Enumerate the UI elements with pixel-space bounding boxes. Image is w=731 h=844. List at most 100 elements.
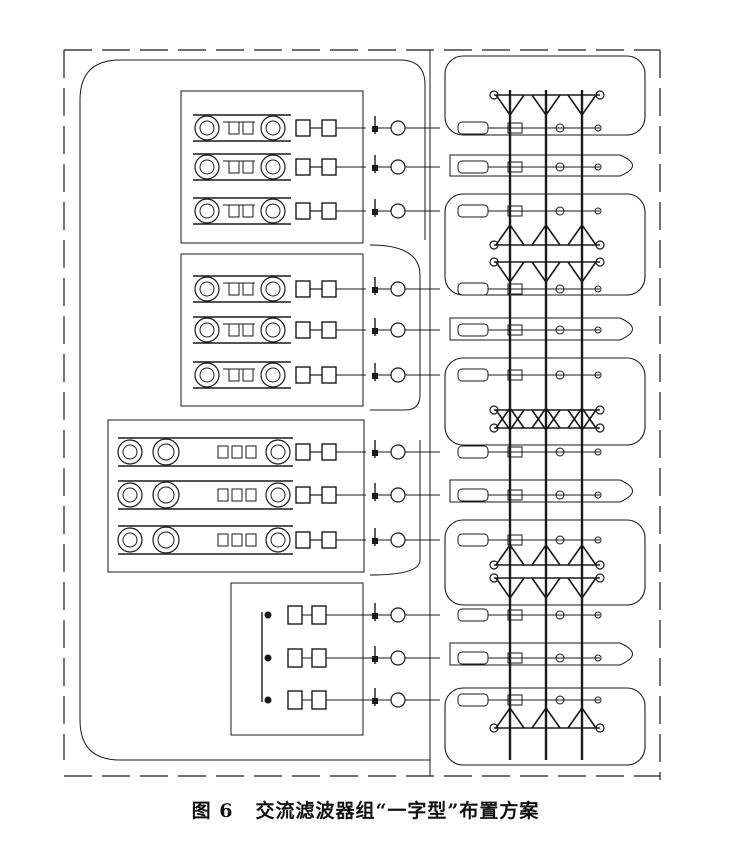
capacitor-core [199,120,215,136]
breaker-box [321,443,337,461]
busbars [489,90,605,760]
breaker-box [321,321,337,339]
capacitor-core [265,159,281,175]
breaker-box [287,690,303,710]
arrester-box [457,368,489,382]
filter-group-1 [180,90,366,244]
portal-leg [581,544,597,566]
breaker-box [321,366,337,384]
isolator [555,490,565,500]
switch-node [372,493,378,499]
portal-leg [509,707,525,729]
ct-box [507,324,523,336]
isolator [555,695,565,705]
capacitor-ring [194,317,220,343]
ct-ring [390,159,406,175]
reactor-box [245,533,257,547]
capacitor-core [157,486,175,504]
portal-leg [581,407,597,429]
portal-leg [509,94,525,116]
switch-node [372,450,378,456]
portal-leg [531,544,547,566]
portal-leg [567,544,583,566]
ct-ring [390,650,406,666]
site-boundary [63,49,661,780]
end-node [594,448,602,456]
capacitor-ring [152,438,180,466]
breaker-box [295,366,311,384]
isolator [555,162,565,172]
isolator [555,447,565,457]
breaker-box [311,690,327,710]
reactor-box [228,204,240,218]
filter-group-3 [107,419,366,573]
portal-leg [531,707,547,729]
reactor-box [228,121,240,135]
ct-box [507,489,523,501]
portal-leg [545,544,561,566]
isolator [555,610,565,620]
reactor-box [231,445,243,459]
filter-groups [107,90,372,736]
ct-ring [390,203,406,219]
portal-leg [581,577,597,599]
road-outline [79,59,430,761]
portal-leg [567,407,583,429]
breaker-box [287,605,303,625]
reactor-box [217,488,229,502]
ct-ring [390,532,406,548]
portal-leg [495,224,511,246]
capacitor-core [199,322,215,338]
portal-post [595,240,605,250]
portal-leg [531,577,547,599]
end-node [594,654,602,662]
portal-leg [567,94,583,116]
capacitor-ring [194,276,220,302]
capacitor-ring [194,198,220,224]
reactor-box [231,533,243,547]
reactor-box [217,533,229,547]
portal-post [595,560,605,570]
figure-number: 图 6 [191,800,234,822]
portal-leg [495,577,511,599]
switch-node [372,328,378,334]
capacitor-core [122,487,138,503]
reactor-box [245,445,257,459]
end-node [594,163,602,171]
end-node [594,285,602,293]
ct-ring [390,487,406,503]
reactor-box [242,160,254,174]
filter-group-4 [230,582,372,736]
portal-post [595,423,605,433]
capacitor-ring [194,115,220,141]
ct-ring [390,607,406,623]
breaker-box [295,280,311,298]
breaker-box [295,202,311,220]
reactor-box [231,488,243,502]
capacitor-ring [260,362,286,388]
portal-post [489,723,499,733]
portal-post [489,257,499,267]
filter-group-2 [180,253,366,407]
capacitor-core [265,322,281,338]
portal-leg [545,707,561,729]
capacitor-ring [265,527,291,553]
bus-connections [369,116,440,708]
ct-box [507,369,523,381]
end-node [594,207,602,215]
reactor-box [245,488,257,502]
portal-post [595,257,605,267]
portal-leg [495,409,511,431]
isolator [555,206,565,216]
portal-leg [581,261,597,283]
breaker-box [295,486,311,504]
capacitor-core [199,159,215,175]
capacitor-core [265,367,281,383]
reactor-box [242,323,254,337]
capacitor-core [265,281,281,297]
ct-ring [390,322,406,338]
ct-box [507,694,523,706]
isolator [555,123,565,133]
terminal-dot [264,696,272,704]
reactor-box [217,445,229,459]
